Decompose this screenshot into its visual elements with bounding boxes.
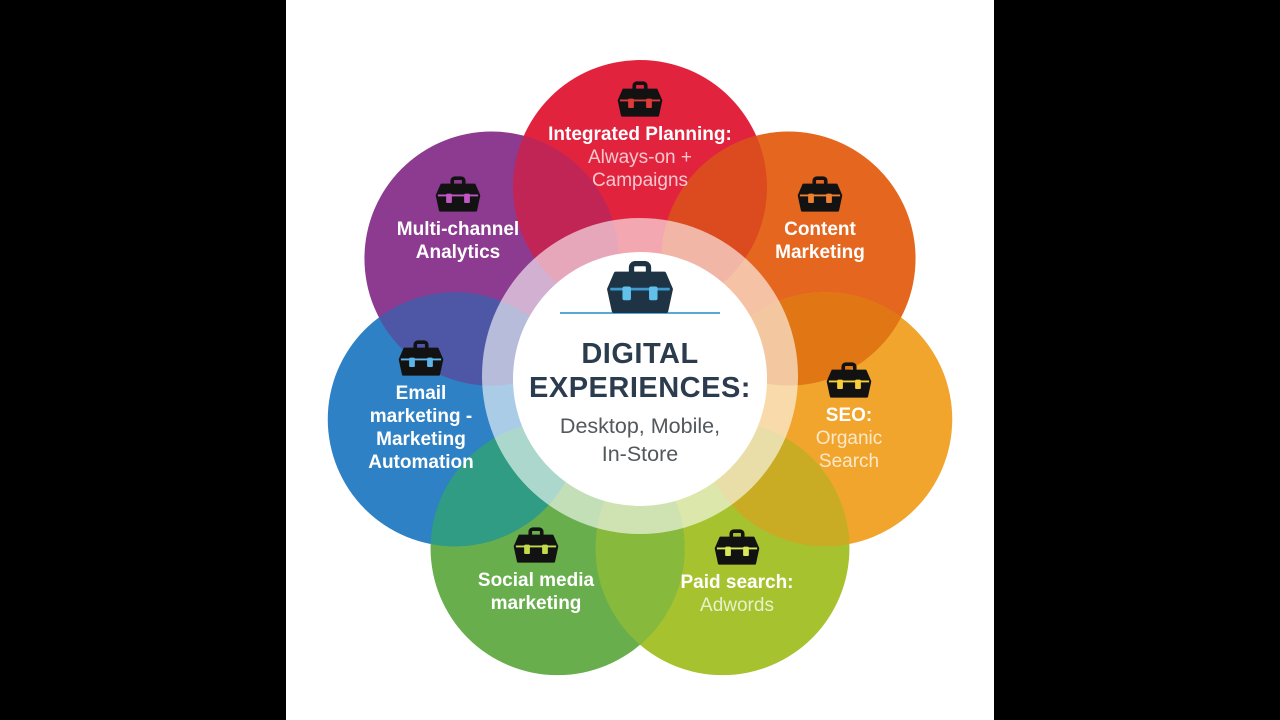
petal-seo-organic-search-sublabel-line: Search xyxy=(819,451,879,472)
center-title-line: DIGITAL xyxy=(581,338,698,370)
petal-seo-organic-search-sublabel-line: Organic xyxy=(816,428,883,449)
toolbox-icon xyxy=(797,176,843,212)
toolbox-icon xyxy=(435,176,481,212)
overlap-social-media-marketing xyxy=(430,421,582,547)
petal-social-media-marketing-label-line: marketing xyxy=(491,593,582,614)
petal-multi-channel-analytics-label-line: Analytics xyxy=(416,242,500,263)
petal-integrated-planning-sublabel-line: Always-on + xyxy=(588,147,692,168)
petal-integrated-planning-sublabel-line: Campaigns xyxy=(592,170,688,191)
petal-multi-channel-analytics-label-line: Multi-channel xyxy=(397,219,519,240)
toolbox-icon xyxy=(617,81,663,117)
petal-paid-search-adwords-sublabel-line: Adwords xyxy=(700,595,774,616)
petal-content-marketing-label-line: Content xyxy=(784,219,856,240)
toolbox-icon xyxy=(714,529,760,565)
petal-email-marketing-automation-label-line: marketing - xyxy=(370,406,472,427)
center-subtitle-line: In-Store xyxy=(602,442,678,466)
center-subtitle-line: Desktop, Mobile, xyxy=(560,414,720,438)
center-title-line: EXPERIENCES: xyxy=(529,372,751,404)
center-circle xyxy=(513,252,767,506)
petal-labels: Integrated Planning:Always-on +Campaigns… xyxy=(368,81,883,616)
toolbox-icon xyxy=(826,362,872,398)
overlap-integrated-planning xyxy=(661,131,767,314)
petal-content-marketing-label-line: Marketing xyxy=(775,242,865,263)
overlap-seo-organic-search xyxy=(698,421,850,547)
toolbox-icon xyxy=(398,340,444,376)
toolbox-icon xyxy=(513,527,559,563)
petal-email-marketing-automation-label-line: Email xyxy=(396,383,447,404)
petal-seo-organic-search-label-line: SEO: xyxy=(826,405,872,426)
petal-email-marketing-automation-label-line: Marketing xyxy=(376,429,466,450)
petal-integrated-planning-label-line: Integrated Planning: xyxy=(548,124,732,145)
petal-social-media-marketing-label-line: Social media xyxy=(478,570,595,591)
petal-paid-search-adwords-label-line: Paid search: xyxy=(681,572,794,593)
petal-email-marketing-automation-label-line: Automation xyxy=(368,452,474,473)
center-toolbox-icon xyxy=(607,260,673,314)
